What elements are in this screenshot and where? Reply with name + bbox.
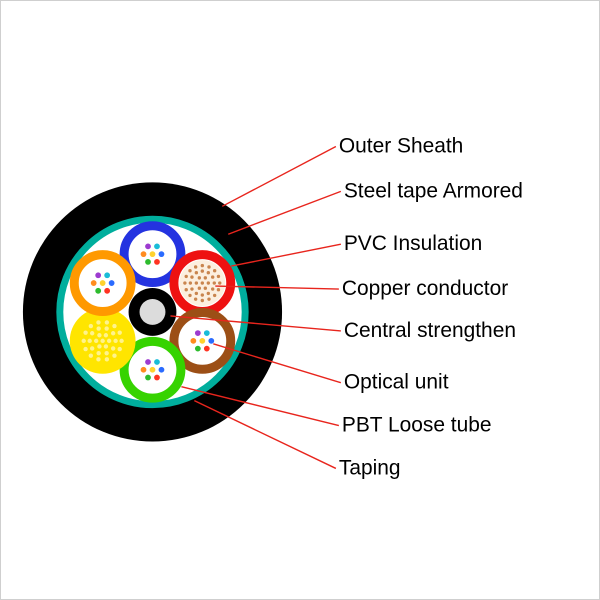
label-pvc-insulation: PVC Insulation [344, 232, 482, 255]
pbt-loose-tube-orange [69, 250, 136, 316]
loose-tubes-group [69, 221, 236, 403]
leader-copper-conductor [215, 285, 339, 290]
leader-lines [170, 145, 342, 470]
leader-outer-sheath [221, 145, 337, 207]
copper-conductor-unit [169, 250, 236, 316]
filler-yellow [69, 307, 136, 374]
leader-taping [194, 400, 337, 470]
label-copper-conductor: Copper conductor [342, 277, 508, 300]
label-outer-sheath: Outer Sheath [339, 134, 463, 157]
label-taping: Taping [339, 456, 401, 479]
leader-optical-unit [213, 343, 342, 384]
leader-pvc-insulation [231, 243, 342, 267]
pbt-loose-tube-blue [119, 221, 186, 288]
label-pbt-loose-tube: PBT Loose tube [342, 414, 492, 437]
central-strength-core [139, 299, 166, 325]
leader-pbt-loose-tube [181, 386, 340, 427]
label-central-strengthen: Central strengthen [344, 319, 516, 342]
leader-central-strengthen [170, 315, 341, 332]
label-optical-unit: Optical unit [344, 371, 449, 394]
labels: Outer Sheath Steel tape Armored PVC Insu… [339, 134, 523, 479]
leader-steel-tape [227, 190, 342, 235]
label-steel-tape: Steel tape Armored [344, 179, 523, 202]
pbt-loose-tube-green [119, 336, 186, 403]
optical-unit-tube [169, 307, 236, 374]
